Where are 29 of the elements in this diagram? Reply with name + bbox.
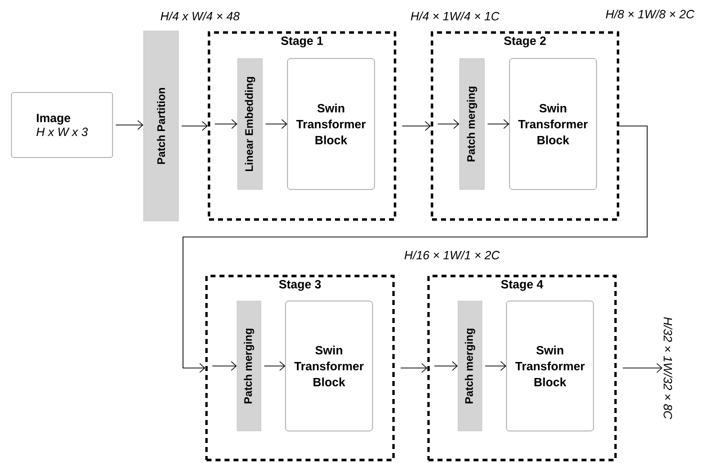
arrow bbox=[181, 121, 208, 131]
layer-bar: Linear Embedding bbox=[237, 58, 263, 190]
transformer-block: Swin Transformer Block bbox=[506, 300, 594, 432]
dimension-label: H/16 × 1W/1 × 2C bbox=[404, 250, 500, 260]
transformer-block: Swin Transformer Block bbox=[509, 58, 597, 190]
transformer-block: Swin Transformer Block bbox=[285, 300, 373, 432]
layer-bar: Patch merging bbox=[458, 300, 482, 432]
arrow bbox=[484, 361, 506, 371]
dimension-label: H/32 × 1W/32 × 8C bbox=[664, 317, 672, 420]
arrow bbox=[487, 119, 510, 129]
dimension-label: H/4 × 1W/4 × 1C bbox=[410, 12, 500, 20]
arrow bbox=[214, 119, 238, 129]
arrow bbox=[437, 119, 460, 129]
layer-bar: Patch Partition bbox=[143, 30, 179, 222]
arrow bbox=[115, 120, 144, 130]
transformer-block: Swin Transformer Block bbox=[287, 58, 375, 190]
image-box: Image H x W x 3 bbox=[11, 92, 113, 158]
arrow bbox=[400, 363, 428, 373]
dimension-label: H/4 x W/4 × 48 bbox=[160, 12, 240, 20]
layer-bar: Patch merging bbox=[236, 300, 262, 432]
dimension-label: H/8 × 1W/8 × 2C bbox=[606, 10, 695, 18]
arrow bbox=[434, 361, 458, 371]
arrow bbox=[264, 361, 286, 371]
arrow bbox=[622, 363, 662, 373]
arrow bbox=[182, 126, 648, 373]
arrow bbox=[212, 361, 237, 371]
layer-bar: Patch merging bbox=[459, 58, 485, 190]
arrow bbox=[265, 119, 288, 129]
arrow bbox=[402, 121, 431, 131]
